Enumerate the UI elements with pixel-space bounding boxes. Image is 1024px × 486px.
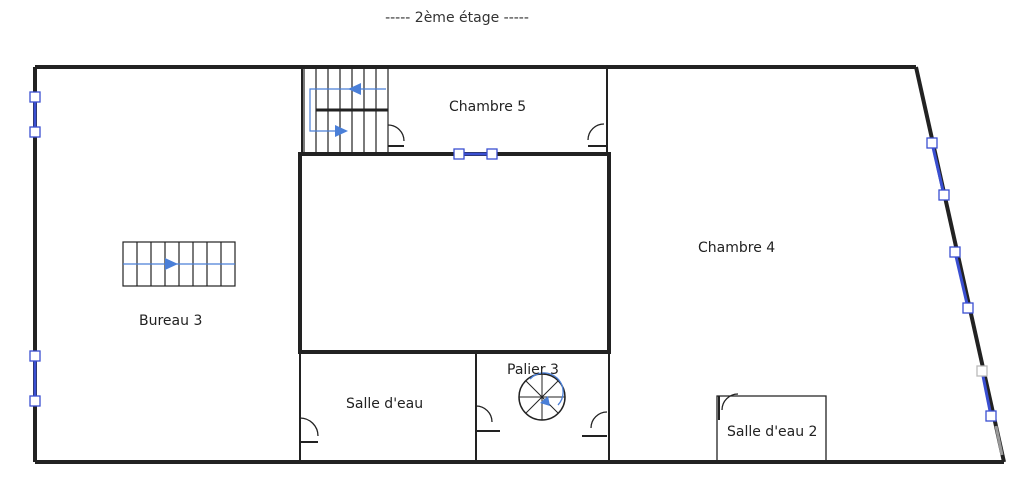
stair-arrow-up-icon — [348, 83, 361, 95]
room-label-palier-3: Palier 3 — [507, 362, 559, 378]
room-label-salle-eau: Salle d'eau — [346, 396, 424, 412]
door-swings — [299, 123, 739, 443]
bureau-stair — [122, 241, 236, 287]
floor-title: ----- 2ème étage ----- — [385, 10, 529, 26]
stair-arrow-right-icon — [335, 125, 348, 137]
room-label-chambre-4: Chambre 4 — [698, 240, 776, 256]
room-label-chambre-5: Chambre 5 — [449, 99, 527, 115]
spiral-stair — [518, 372, 566, 421]
windows — [29, 91, 1004, 456]
bureau-stair-arrow-icon — [165, 258, 178, 270]
salle-eau-2-walls — [716, 395, 827, 462]
room-label-salle-eau-2: Salle d'eau 2 — [727, 424, 818, 440]
staircase-top — [303, 67, 389, 155]
room-label-bureau-3: Bureau 3 — [139, 313, 203, 329]
outer-walls — [33, 65, 1006, 464]
